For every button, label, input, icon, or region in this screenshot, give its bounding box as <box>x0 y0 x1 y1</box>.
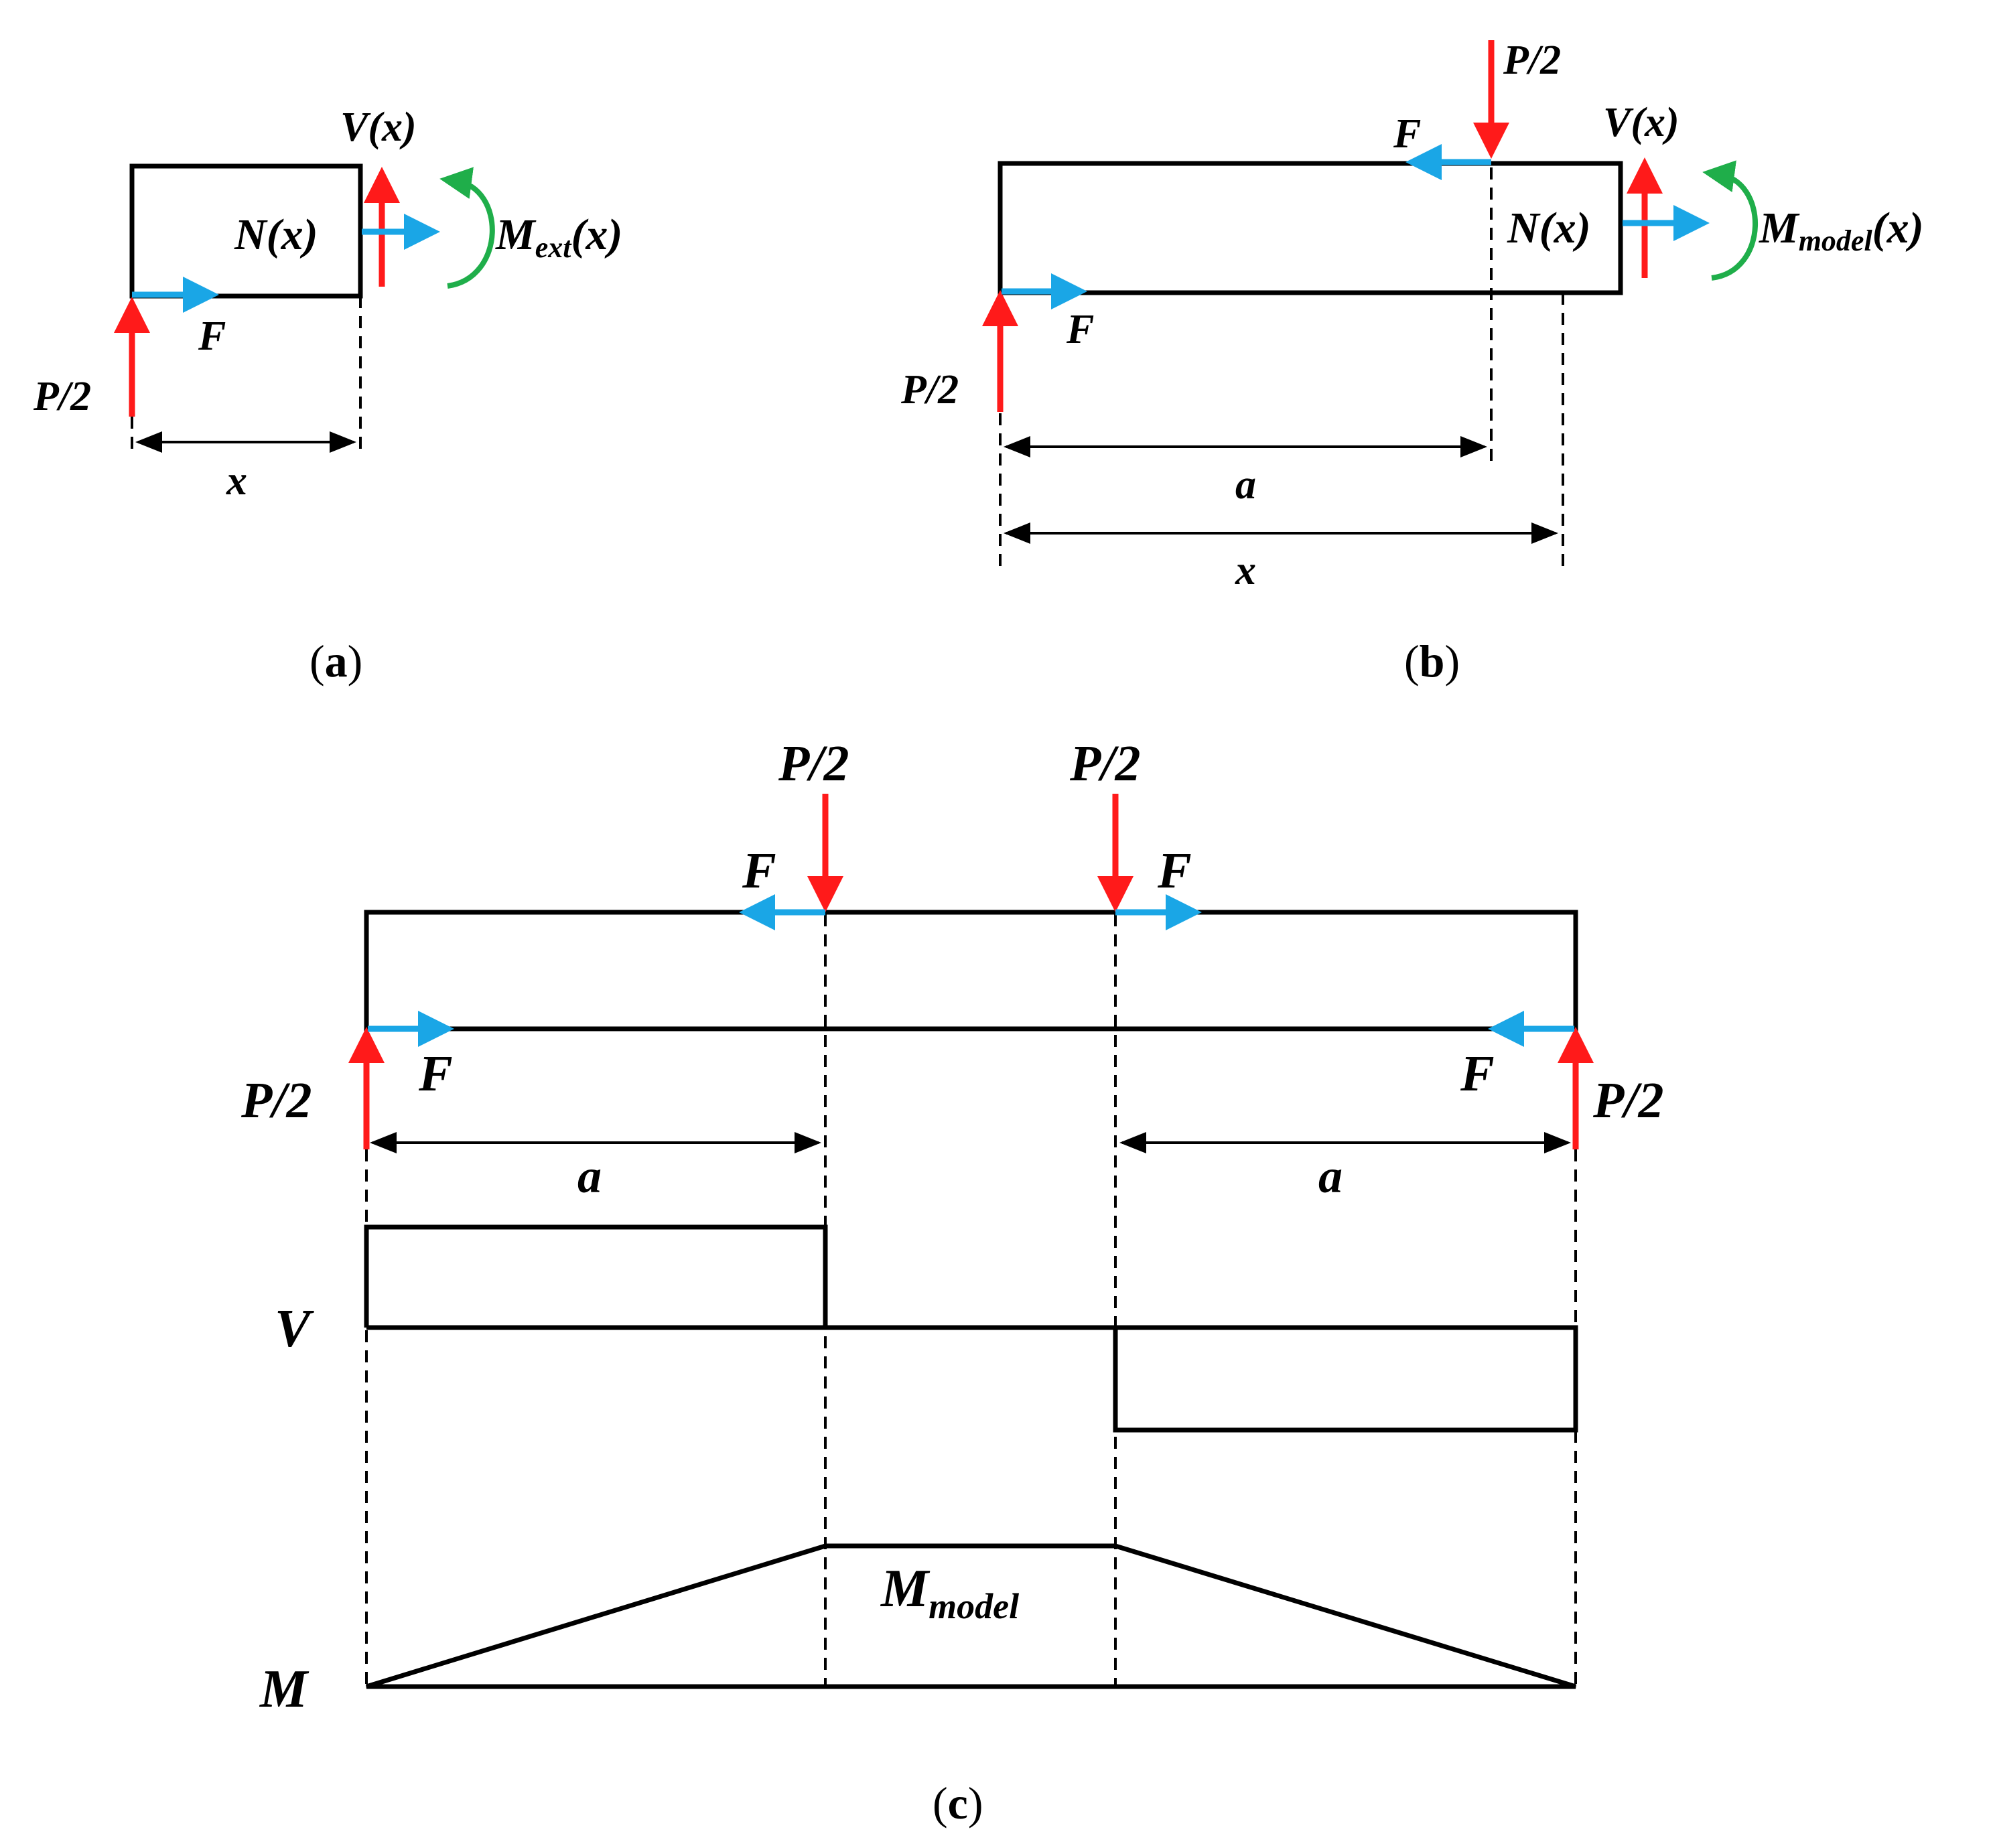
moment-axis-label: M <box>259 1660 310 1719</box>
moment-label-b: Mmodel(x) <box>1759 204 1924 257</box>
force-top-label-b: F <box>1393 111 1421 157</box>
caption-b: (b) <box>1404 636 1460 687</box>
load-left-label-c: P/2 <box>241 1072 312 1129</box>
dim-label-x-b: x <box>1235 548 1256 593</box>
shear-diagram <box>364 1224 1578 1433</box>
load-right-label-c: P/2 <box>1592 1072 1664 1129</box>
panel-b: P/2 P/2 F F V(x) N(x) Mmodel(x) a x (b) <box>900 38 1924 687</box>
shear-axis-label: V <box>275 1299 314 1358</box>
dim-label-x-a: x <box>226 458 247 504</box>
force-bottom-label-b: F <box>1066 307 1094 352</box>
moment-label-a: Mext(x) <box>495 210 622 264</box>
force-top-right-label-c: F <box>1157 843 1192 899</box>
normal-label-a: N(x) <box>234 210 318 259</box>
beam-c <box>364 910 1578 1032</box>
panel-c: P/2 P/2 P/2 P/2 F F F F a a V M Mmodel (… <box>241 735 1664 1829</box>
dim-label-a-b: a <box>1235 462 1256 508</box>
dim-label-a-left-c: a <box>577 1149 602 1203</box>
force-bottom-left-label-c: F <box>418 1046 453 1102</box>
shear-label-b: V(x) <box>1603 100 1679 145</box>
axial-label-a: F <box>198 313 226 359</box>
load-top-left-label-c: P/2 <box>778 735 849 792</box>
shear-label-a: V(x) <box>340 104 417 150</box>
load-top-label-b: P/2 <box>1503 38 1561 83</box>
load-top-right-label-c: P/2 <box>1069 735 1141 792</box>
moment-arrow-a <box>439 167 495 289</box>
dim-label-a-right-c: a <box>1318 1149 1343 1203</box>
normal-label-b: N(x) <box>1507 204 1591 253</box>
load-left-label-b: P/2 <box>900 367 959 413</box>
moment-arrow-b <box>1702 160 1758 281</box>
panel-a: P/2 F V(x) N(x) Mext(x) x (a) <box>33 104 622 687</box>
force-bottom-right-label-c: F <box>1460 1046 1495 1102</box>
beam-segment-b <box>998 161 1623 295</box>
caption-a: (a) <box>310 636 362 687</box>
beam-segment-a <box>129 163 363 299</box>
force-top-left-label-c: F <box>742 843 776 899</box>
moment-diagram <box>365 1543 1577 1689</box>
caption-c: (c) <box>933 1778 983 1829</box>
load-label-a: P/2 <box>33 374 91 419</box>
moment-max-label: Mmodel <box>880 1559 1019 1626</box>
